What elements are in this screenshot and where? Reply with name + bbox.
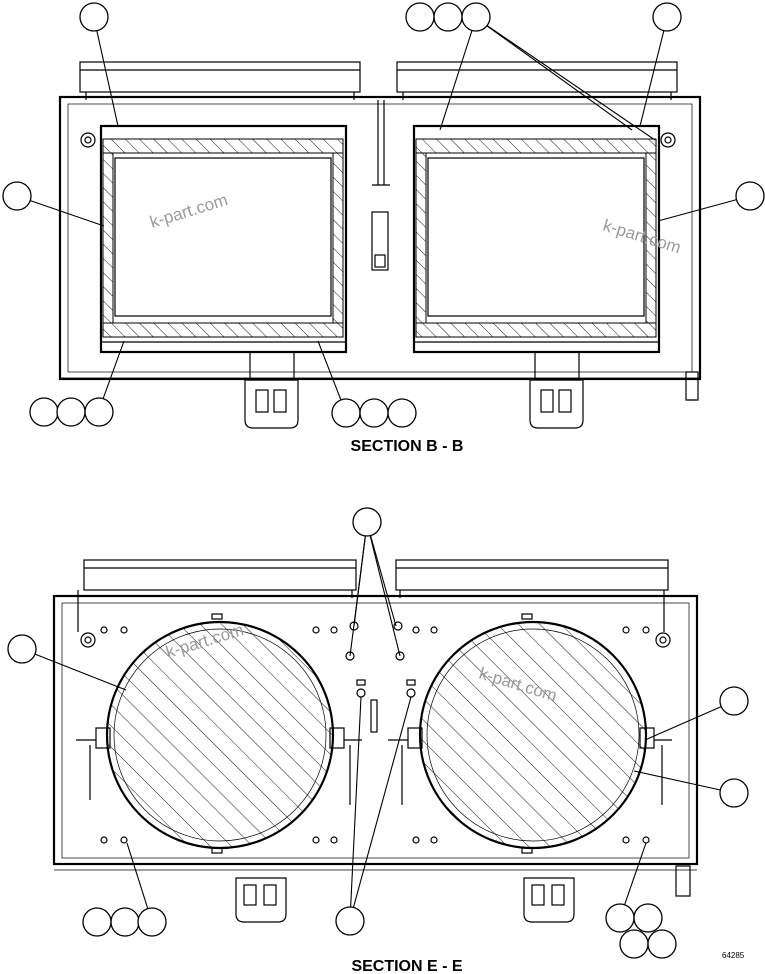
section-e-title: SECTION E - E: [351, 958, 462, 974]
callout-bubble: [719, 778, 749, 808]
callout-bubble: [56, 397, 86, 427]
callout-bubble: [82, 907, 112, 937]
housing-b: [58, 95, 702, 381]
callout-bubble: [433, 2, 463, 32]
callout-bubble: [29, 397, 59, 427]
callout-bubble: [735, 181, 765, 211]
callout-bubble: [110, 907, 140, 937]
housing-e: [52, 594, 699, 866]
callout-bubble: [647, 929, 677, 959]
callout-bubble: [461, 2, 491, 32]
callout-bubble: [2, 181, 32, 211]
callout-bubble: [619, 929, 649, 959]
callout-bubble: [7, 634, 37, 664]
center-divider-b: [371, 100, 390, 271]
mount-left-b: [244, 351, 299, 429]
callout-bubble: [405, 2, 435, 32]
callout-bubble: [359, 398, 389, 428]
grill-left-top: [79, 61, 361, 100]
callout-bubble: [719, 686, 749, 716]
frame-left-b: [99, 124, 348, 354]
callouts-b: [2, 2, 765, 428]
callout-bubble: [331, 398, 361, 428]
section-e-drawing: k-part.com k-part.com SECTION E - E 6428…: [7, 507, 749, 974]
section-b-drawing: k-part.com k-part.com SECTION B - B: [2, 2, 765, 455]
callout-bubble: [335, 906, 365, 936]
callouts-e: [7, 507, 749, 959]
fan-left: [76, 620, 362, 850]
callout-bubble: [652, 2, 682, 32]
callout-bubble: [137, 907, 167, 937]
figure-number: 64285: [722, 951, 745, 960]
callout-bubble: [79, 2, 109, 32]
section-b-title: SECTION B - B: [351, 438, 464, 455]
fan-right: [388, 620, 672, 850]
mount-right-b: [529, 351, 584, 429]
callout-bubble: [352, 507, 382, 537]
mount-left-e: [235, 877, 287, 923]
watermark: k-part.com: [601, 216, 683, 258]
grill-right-top: [396, 61, 678, 100]
callout-bubble: [605, 903, 635, 933]
watermark: k-part.com: [148, 190, 230, 232]
callout-bubble: [387, 398, 417, 428]
mount-right-e: [523, 877, 575, 923]
callout-bubble: [84, 397, 114, 427]
callout-bubble: [633, 903, 663, 933]
